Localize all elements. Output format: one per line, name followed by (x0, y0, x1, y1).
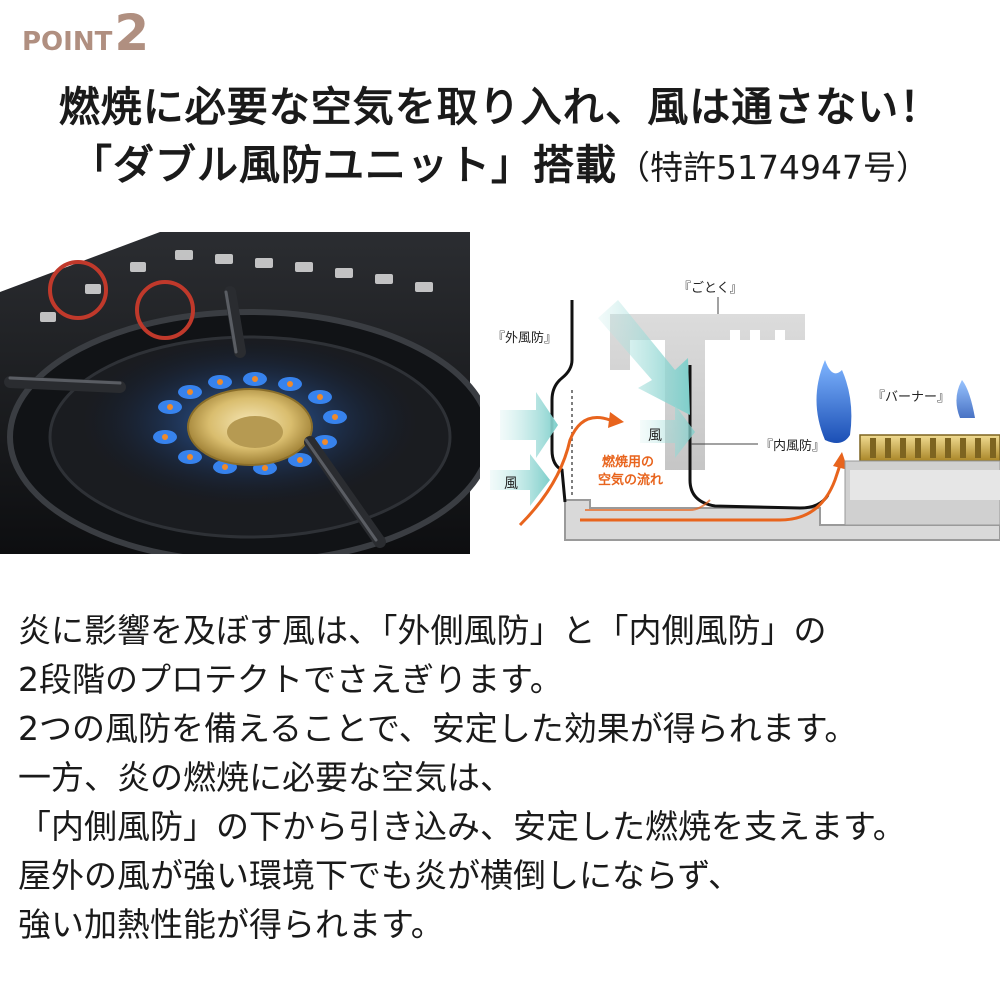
description-line: 2段階のプロテクトでさえぎります。 (18, 660, 563, 699)
headline: 燃焼に必要な空気を取り入れ、風は通さない！ 「ダブル風防ユニット」搭載（特許51… (0, 78, 1000, 197)
label-burner: 『バーナー』 (872, 390, 950, 405)
point-number: 2 (114, 4, 150, 62)
headline-line-2-main: 「ダブル風防ユニット」搭載 (71, 141, 617, 189)
description: 炎に影響を及ぼす風は、「外側風防」と「内側風防」の 2段階のプロテクトでさえぎり… (18, 606, 993, 949)
windshield-diagram: 『ごとく』 『外風防』 『バーナー』 『内風防』 風 風 燃焼用の 空気の流れ (490, 280, 1000, 541)
description-line: 強い加熱性能が得られます。 (18, 905, 444, 944)
label-air-flow-1: 燃焼用の (602, 454, 654, 470)
label-outer-windshield: 『外風防』 (492, 330, 557, 346)
highlight-circle-2 (135, 280, 195, 340)
label-wind-1: 風 (648, 428, 662, 444)
headline-line-2: 「ダブル風防ユニット」搭載（特許5174947号） (0, 136, 1000, 197)
description-line: 「内側風防」の下から引き込み、安定した燃焼を支えます。 (18, 807, 906, 846)
label-gotoku: 『ごとく』 (678, 280, 743, 296)
point-badge: POINT 2 (22, 8, 149, 58)
label-inner-windshield: 『内風防』 (760, 438, 825, 454)
point-word: POINT (22, 27, 113, 57)
highlight-circle-1 (48, 260, 108, 320)
description-line: 一方、炎の燃焼に必要な空気は、 (18, 758, 513, 797)
description-line: 屋外の風が強い環境下でも炎が横倒しにならず、 (18, 856, 742, 895)
label-air-flow-2: 空気の流れ (598, 472, 663, 488)
patent-number: （特許5174947号） (617, 148, 929, 187)
description-line: 炎に影響を及ぼす風は、「外側風防」と「内側風防」の (18, 611, 827, 650)
description-line: 2つの風防を備えることで、安定した効果が得られます。 (18, 709, 858, 748)
label-wind-2: 風 (504, 476, 518, 492)
stove-photo (0, 232, 480, 554)
headline-line-1: 燃焼に必要な空気を取り入れ、風は通さない！ (58, 83, 942, 131)
